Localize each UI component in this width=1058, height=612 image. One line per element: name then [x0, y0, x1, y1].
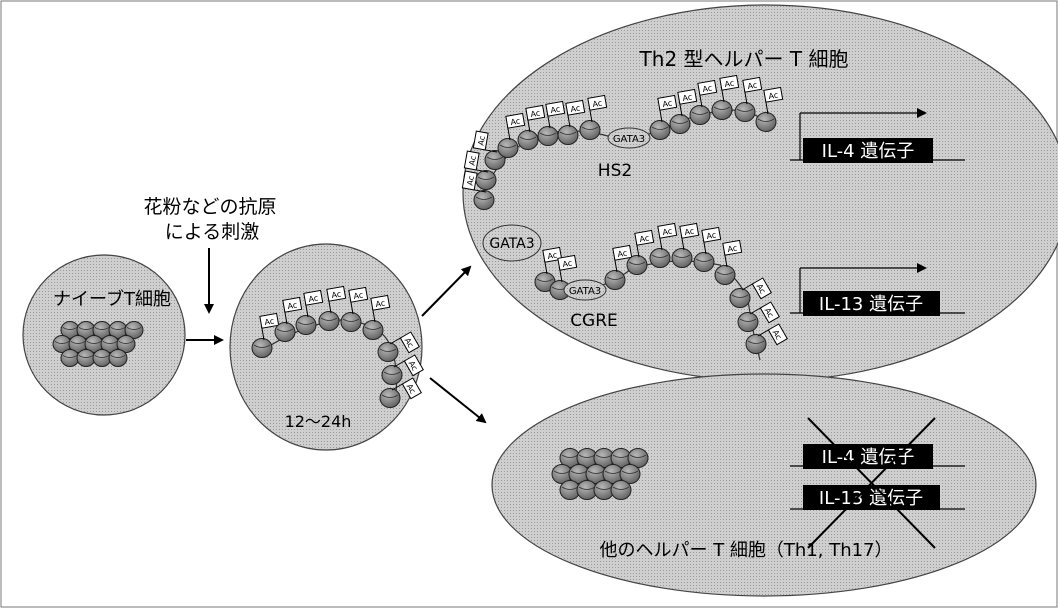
acetyl-label: Ac	[724, 79, 735, 90]
nucleosome	[93, 349, 111, 366]
acetyl-label: Ac	[467, 155, 478, 166]
acetyl-label: Ac	[768, 91, 779, 102]
arrow-to-th2	[422, 267, 470, 316]
acetyl-label: Ac	[550, 105, 561, 116]
acetyl-label: Ac	[747, 81, 758, 92]
arrow-to-other	[430, 378, 485, 422]
acetyl-label: Ac	[702, 84, 713, 95]
time-label: 12〜24h	[285, 412, 352, 431]
stimulus-line2: による刺激	[165, 221, 259, 243]
acetyl-label: Ac	[662, 227, 673, 238]
nucleosome	[738, 313, 758, 332]
activated-t-cell: AcAcAcAcAcAcAcAcAc 12〜24h	[230, 244, 423, 450]
il13-gene-label: IL-13 遺伝子	[819, 294, 923, 315]
nucleosome	[735, 103, 755, 122]
nucleosome	[61, 349, 79, 366]
acetyl-label: Ac	[465, 175, 476, 186]
nucleosome	[77, 349, 95, 366]
nucleosome	[363, 321, 383, 340]
nucleosome	[518, 131, 538, 150]
naive-t-cell: ナイーブT細胞	[23, 255, 185, 415]
nucleosome	[558, 126, 578, 145]
acetyl-label: Ac	[570, 104, 581, 115]
nucleosome	[538, 127, 558, 146]
il13-gene-label-off: IL-13 遺伝子	[819, 488, 923, 509]
other-helper-t-cells: IL-4 遺伝子 IL-13 遺伝子 他のヘルパー T 細胞（Th1, Th17…	[492, 374, 1036, 596]
acetyl-label: Ac	[308, 294, 319, 305]
acetyl-label: Ac	[547, 251, 558, 262]
nucleosome	[474, 191, 494, 210]
nucleosome	[580, 121, 600, 140]
nucleosome	[252, 339, 272, 358]
acetyl-label: Ac	[682, 93, 693, 104]
nucleosome	[694, 253, 714, 272]
acetyl-label: Ac	[353, 291, 364, 302]
nucleosome	[627, 256, 647, 275]
acetyl-label: Ac	[727, 244, 738, 255]
hs2-label: HS2	[598, 161, 632, 181]
il4-gene-label: IL-4 遺伝子	[822, 141, 915, 162]
nucleosome	[756, 113, 776, 132]
nucleosome	[382, 366, 402, 385]
nucleosome	[672, 249, 692, 268]
nucleosome	[650, 121, 670, 140]
acetyl-label: Ac	[662, 99, 673, 110]
nucleosome	[611, 481, 631, 500]
nucleosome	[275, 323, 295, 342]
gata3-hs2-label: GATA3	[613, 134, 645, 145]
acetyl-label: Ac	[287, 301, 298, 312]
cgre-label: CGRE	[570, 311, 618, 331]
nucleosome	[476, 171, 496, 190]
nucleosome	[378, 343, 398, 362]
acetyl-label: Ac	[706, 231, 717, 242]
acetyl-label: Ac	[530, 109, 541, 120]
acetyl-label: Ac	[264, 317, 275, 328]
acetyl-label: Ac	[562, 259, 573, 270]
nucleosome	[605, 271, 625, 290]
nucleosome	[341, 313, 361, 332]
nucleosome	[730, 289, 750, 308]
acetyl-label: Ac	[639, 234, 650, 245]
th2-title: Th2 型ヘルパー T 細胞	[639, 47, 849, 71]
naive-cell-label: ナイーブT細胞	[53, 288, 171, 310]
acetyl-label: Ac	[476, 135, 487, 146]
acetyl-label: Ac	[592, 99, 603, 110]
nucleosome	[650, 249, 670, 268]
gata3-free-label: GATA3	[489, 236, 534, 252]
gata3-cgre-label: GATA3	[569, 286, 601, 297]
nucleosome	[670, 115, 690, 134]
nucleosome	[715, 266, 735, 285]
nucleosome	[380, 389, 400, 408]
stimulus-line1: 花粉などの抗原	[143, 196, 276, 218]
other-cells-label: 他のヘルパー T 細胞（Th1, Th17）	[599, 540, 892, 561]
nucleosome	[746, 335, 766, 354]
nucleosome	[319, 312, 339, 331]
acetyl-label: Ac	[510, 117, 521, 128]
il4-gene-label-off: IL-4 遺伝子	[822, 447, 915, 468]
nucleosome	[109, 349, 127, 366]
acetyl-label: Ac	[331, 290, 342, 301]
acetyl-label: Ac	[617, 249, 628, 260]
nucleosome	[498, 139, 518, 158]
nucleosome	[712, 101, 732, 120]
acetyl-label: Ac	[684, 227, 695, 238]
nucleosome	[296, 316, 316, 335]
nucleosome	[690, 106, 710, 125]
acetyl-label: Ac	[375, 299, 386, 310]
